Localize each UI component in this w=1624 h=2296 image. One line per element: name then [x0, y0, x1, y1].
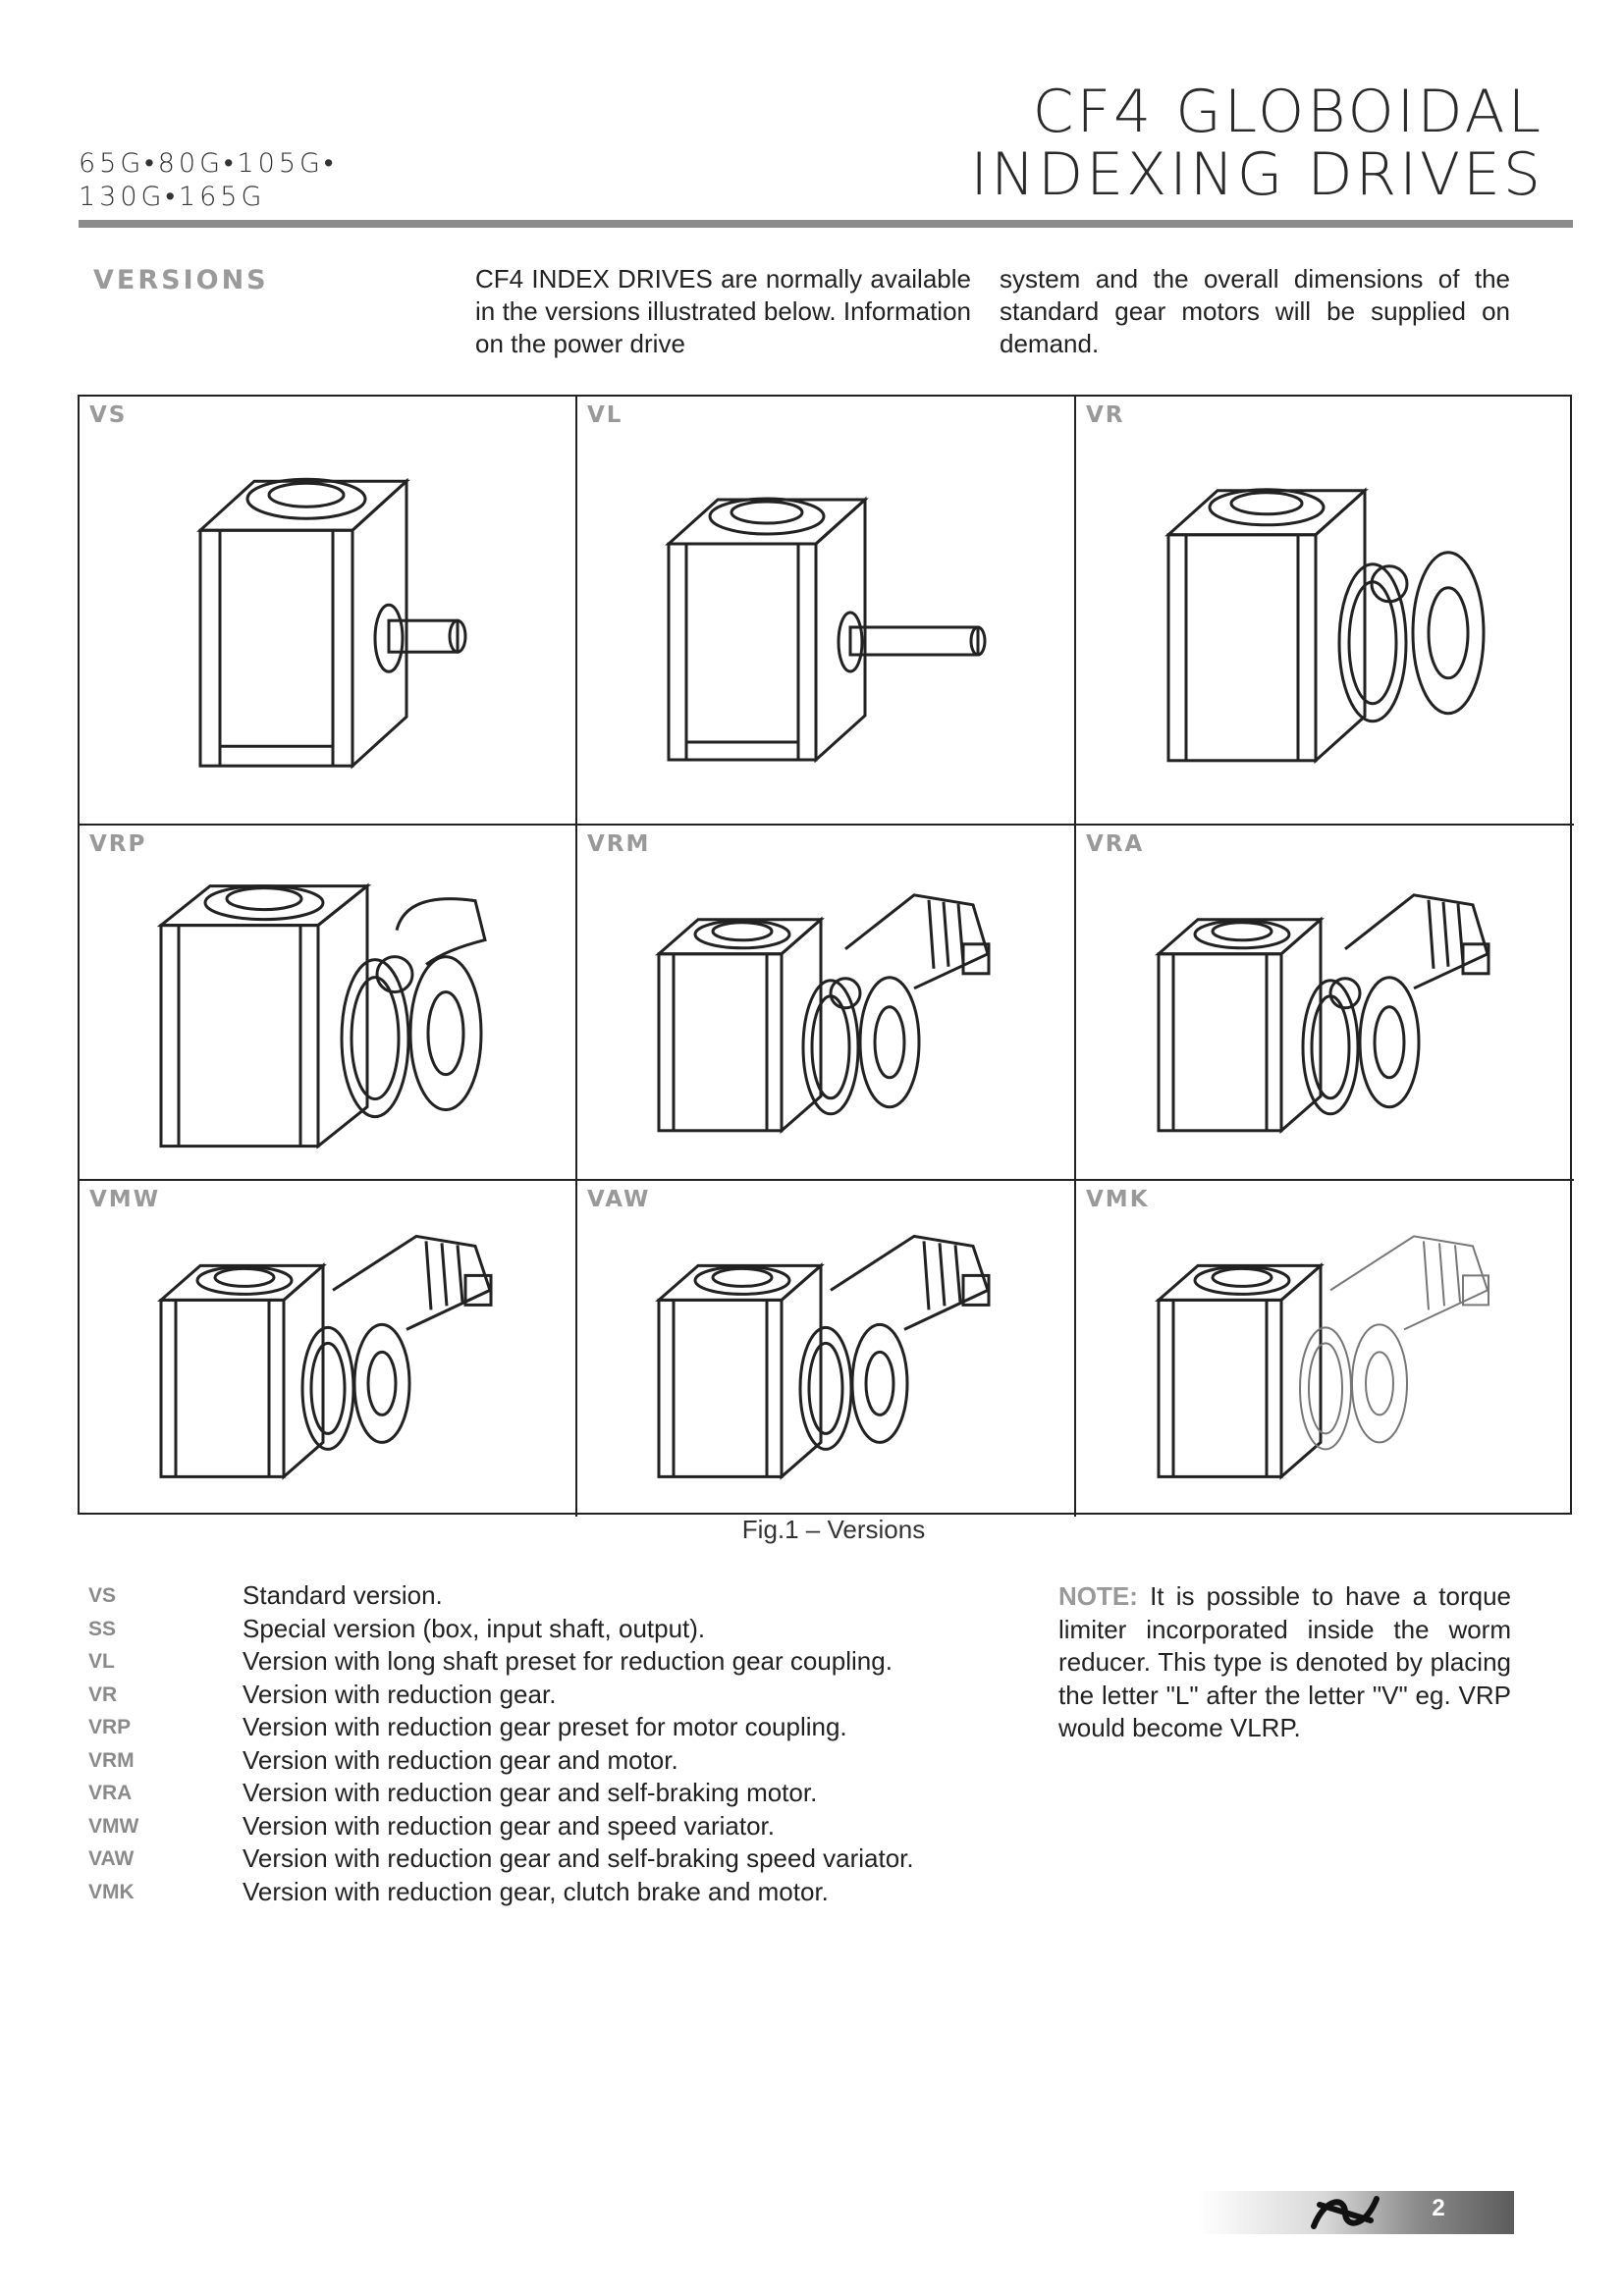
version-description: Version with reduction gear preset for m…: [243, 1712, 847, 1741]
page-number: 2: [1432, 2195, 1445, 2221]
version-code: VRA: [88, 1782, 133, 1804]
drive-vmw-illustration: [156, 1234, 492, 1480]
version-code: VR: [88, 1682, 118, 1706]
version-cell-label: VMW: [89, 1187, 161, 1212]
model-list-line1: 65G•80G•105G•: [79, 148, 338, 179]
version-code: SS: [88, 1617, 117, 1640]
version-description: Version with reduction gear and motor.: [243, 1744, 678, 1775]
version-cell-vr: VR: [1076, 397, 1574, 826]
version-description: Version with reduction gear and self-bra…: [243, 1778, 818, 1807]
torque-limiter-note: NOTE: It is possible to have a torque li…: [1058, 1580, 1511, 1745]
drive-vl-illustration: [665, 496, 987, 763]
version-code: VL: [88, 1650, 115, 1673]
version-cell-vl: VL: [577, 397, 1076, 826]
version-cell-label: VRP: [89, 831, 147, 857]
drive-vmk-illustration: [1154, 1235, 1489, 1480]
version-cell-label: VAW: [587, 1187, 651, 1212]
version-code: VS: [88, 1584, 117, 1607]
versions-figure-grid: VS VL: [78, 395, 1574, 1517]
model-list: 65G•80G•105G• 130G•165G: [79, 147, 337, 214]
model-list-line2: 130G•165G: [79, 182, 266, 212]
page-title-line1: CF4 GLOBOIDAL: [1032, 78, 1543, 146]
page-title-line2: INDEXING DRIVES: [970, 140, 1543, 209]
section-heading: VERSIONS: [93, 265, 269, 295]
version-cell-vaw: VAW: [577, 1181, 1076, 1517]
drive-vrm-illustration: [655, 893, 991, 1135]
version-cell-vmk: VMK: [1076, 1181, 1574, 1517]
intro-text-col1: CF4 INDEX DRIVES are normally available …: [475, 264, 971, 358]
version-description: Version with long shaft preset for reduc…: [243, 1646, 893, 1676]
version-description: Version with reduction gear.: [243, 1679, 557, 1709]
version-description: Version with reduction gear, clutch brak…: [243, 1876, 829, 1906]
note-text: It is possible to have a torque limiter …: [1058, 1581, 1511, 1742]
version-description: Version with reduction gear and speed va…: [243, 1810, 776, 1841]
version-cell-label: VMK: [1086, 1187, 1150, 1212]
version-cell-vmw: VMW: [80, 1181, 577, 1517]
version-cell-vs: VS: [80, 397, 577, 826]
version-cell-vra: VRA: [1076, 826, 1574, 1181]
version-cell-vrm: VRM: [577, 826, 1076, 1181]
version-code: VAW: [88, 1847, 135, 1870]
version-cell-label: VL: [587, 402, 623, 428]
version-cell-label: VR: [1086, 402, 1125, 428]
company-logo-icon: [1311, 2196, 1380, 2229]
figure-caption: Fig.1 – Versions: [741, 1515, 926, 1544]
drive-vra-illustration: [1154, 893, 1489, 1135]
drive-vrp-illustration: [156, 882, 487, 1149]
version-code: VMW: [88, 1814, 139, 1838]
version-code: VMK: [88, 1880, 135, 1903]
version-description: Standard version.: [243, 1580, 443, 1610]
intro-text-col2: system and the overall dimensions of the…: [1000, 264, 1510, 358]
version-cell-label: VRM: [587, 831, 651, 857]
version-code: VRP: [88, 1716, 132, 1738]
version-cell-vrp: VRP: [80, 826, 577, 1181]
drive-vaw-illustration: [655, 1234, 991, 1480]
version-code: VRM: [88, 1748, 135, 1772]
version-description: Special version (box, input shaft, outpu…: [243, 1613, 706, 1643]
version-description: Version with reduction gear and self-bra…: [243, 1843, 914, 1873]
footer-gradient-bar: [1198, 2191, 1514, 2234]
header-rule: [79, 220, 1573, 228]
drive-vs-illustration: [195, 477, 466, 770]
note-label: NOTE:: [1058, 1581, 1138, 1611]
version-cell-label: VRA: [1086, 831, 1145, 857]
drive-vr-illustration: [1164, 486, 1485, 764]
version-cell-label: VS: [89, 402, 128, 428]
page-title: CF4 GLOBOIDAL INDEXING DRIVES: [970, 80, 1543, 206]
